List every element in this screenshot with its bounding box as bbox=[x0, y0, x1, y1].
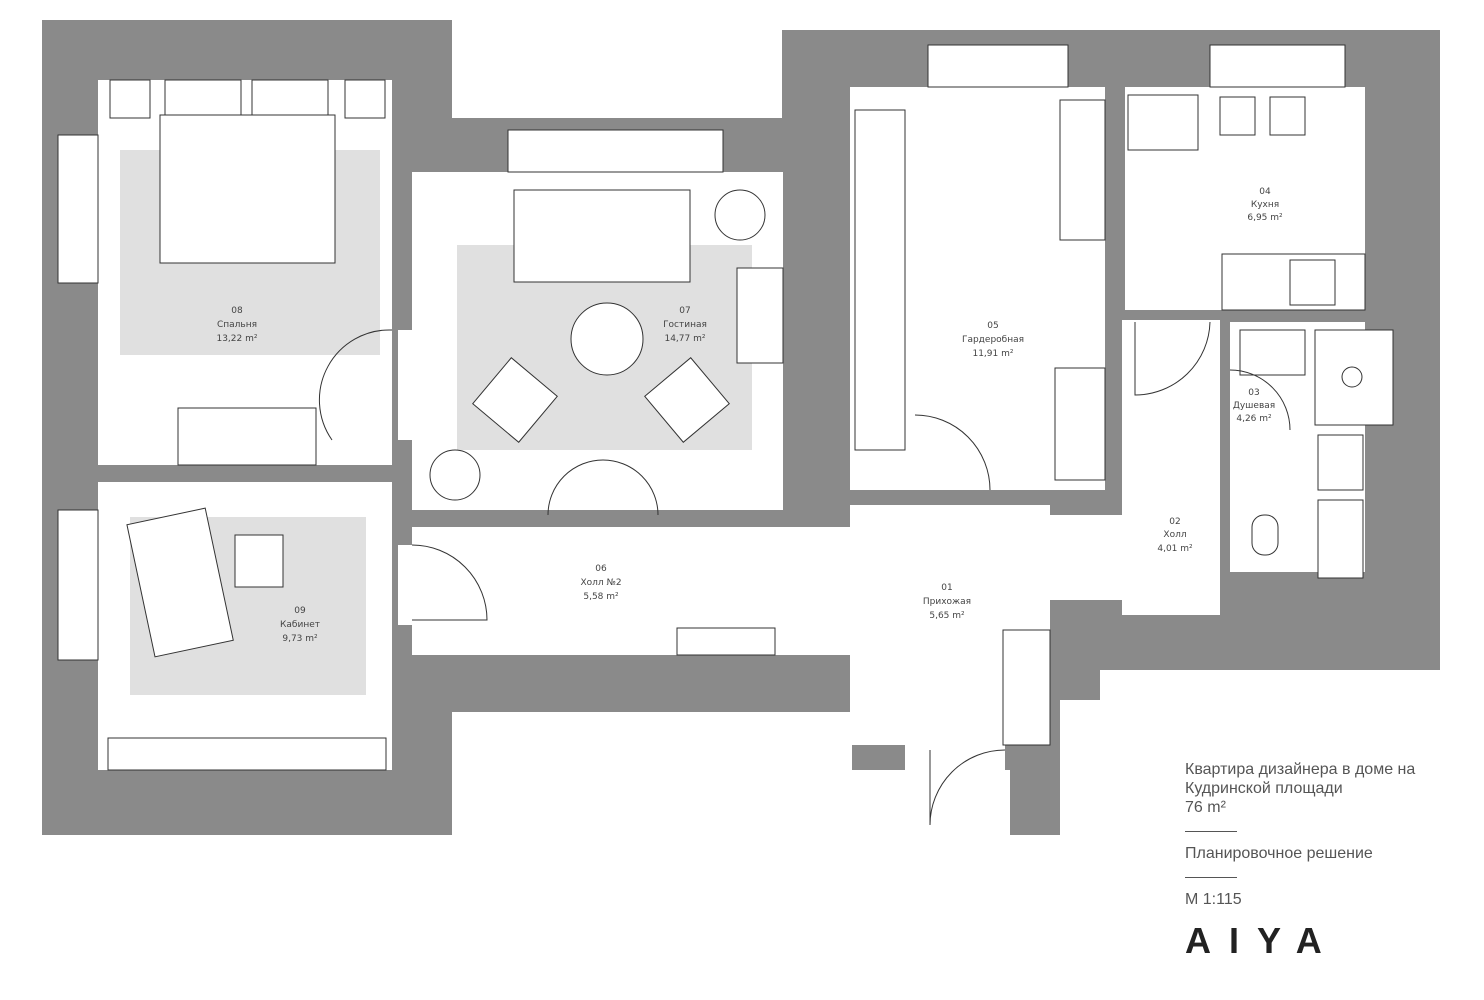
svg-text:06: 06 bbox=[595, 564, 607, 574]
plant-icon bbox=[429, 449, 481, 501]
svg-text:4,01 m²: 4,01 m² bbox=[1157, 544, 1193, 554]
svg-text:Гардеробная: Гардеробная bbox=[962, 335, 1024, 345]
window bbox=[507, 129, 724, 173]
wardrobe-cabinet bbox=[107, 737, 387, 771]
svg-text:14,77 m²: 14,77 m² bbox=[664, 334, 705, 344]
svg-text:11,91 m²: 11,91 m² bbox=[972, 349, 1013, 359]
svg-text:03: 03 bbox=[1248, 388, 1259, 398]
door bbox=[411, 544, 488, 621]
svg-text:02: 02 bbox=[1169, 517, 1180, 527]
room-hall bbox=[1122, 320, 1220, 615]
toilet bbox=[1251, 514, 1279, 556]
pillow bbox=[251, 79, 329, 119]
desk bbox=[126, 507, 234, 658]
subtitle: Планировочное решение bbox=[1185, 845, 1373, 862]
svg-text:Душевая: Душевая bbox=[1233, 401, 1275, 411]
shower bbox=[1314, 329, 1394, 426]
plan-info: Квартира дизайнера в доме на Кудринской … bbox=[1185, 760, 1416, 961]
cabinet bbox=[1317, 499, 1364, 579]
entrance-door bbox=[929, 749, 1006, 826]
svg-text:04: 04 bbox=[1259, 187, 1271, 197]
armchair bbox=[644, 357, 730, 443]
title-line-1: Квартира дизайнера в доме на bbox=[1185, 761, 1416, 778]
svg-text:07: 07 bbox=[679, 306, 690, 316]
wardrobe-unit bbox=[1059, 99, 1106, 241]
svg-text:Холл №2: Холл №2 bbox=[580, 578, 621, 588]
sideboard bbox=[736, 267, 784, 364]
window bbox=[1209, 44, 1346, 88]
door bbox=[1229, 369, 1291, 431]
svg-text:05: 05 bbox=[987, 321, 998, 331]
svg-text:6,95 m²: 6,95 m² bbox=[1247, 213, 1283, 223]
door bbox=[1134, 321, 1211, 396]
shoe-cabinet bbox=[1002, 629, 1051, 746]
svg-text:5,65 m²: 5,65 m² bbox=[929, 611, 965, 621]
chair bbox=[234, 534, 284, 588]
svg-text:Кабинет: Кабинет bbox=[280, 620, 320, 630]
svg-text:4,26 m²: 4,26 m² bbox=[1236, 414, 1272, 424]
bench bbox=[177, 407, 317, 466]
shower-drain bbox=[1341, 366, 1363, 388]
total-area: 76 m² bbox=[1185, 799, 1226, 816]
nightstand bbox=[344, 79, 386, 119]
svg-text:Гостиная: Гостиная bbox=[663, 320, 707, 330]
armchair bbox=[472, 357, 558, 443]
door bbox=[914, 414, 991, 491]
window bbox=[57, 509, 99, 661]
sofa bbox=[513, 189, 691, 283]
double-door bbox=[547, 459, 659, 516]
svg-text:Холл: Холл bbox=[1163, 530, 1186, 540]
bathroom-sink bbox=[1239, 329, 1306, 376]
svg-text:Спальня: Спальня bbox=[217, 320, 257, 330]
svg-text:9,73 m²: 9,73 m² bbox=[282, 634, 318, 644]
room-hall-2 bbox=[412, 527, 850, 655]
room-entry-passage bbox=[1050, 515, 1122, 600]
stove bbox=[1269, 96, 1306, 136]
window bbox=[927, 44, 1069, 88]
svg-text:Прихожая: Прихожая bbox=[923, 597, 971, 607]
svg-text:13,22 m²: 13,22 m² bbox=[216, 334, 257, 344]
counter bbox=[1127, 94, 1199, 151]
divider bbox=[1185, 831, 1237, 832]
console bbox=[676, 627, 776, 656]
plant-icon bbox=[714, 189, 766, 241]
pillow bbox=[164, 79, 242, 119]
coffee-table bbox=[570, 302, 644, 376]
svg-text:Кухня: Кухня bbox=[1251, 200, 1279, 210]
title-line-2: Кудринской площади bbox=[1185, 780, 1343, 797]
svg-text:01: 01 bbox=[941, 583, 952, 593]
washing-machine bbox=[1317, 434, 1364, 491]
sink bbox=[1289, 259, 1336, 306]
window bbox=[57, 134, 99, 284]
divider bbox=[1185, 877, 1237, 878]
door bbox=[318, 329, 393, 441]
bed bbox=[159, 114, 336, 264]
wardrobe-unit bbox=[854, 109, 906, 451]
nightstand bbox=[109, 79, 151, 119]
scale: М 1:115 bbox=[1185, 891, 1242, 908]
logo: AIYA bbox=[1185, 920, 1340, 961]
stove bbox=[1219, 96, 1256, 136]
svg-text:5,58 m²: 5,58 m² bbox=[583, 592, 619, 602]
wardrobe-unit bbox=[1054, 367, 1106, 481]
svg-text:08: 08 bbox=[231, 306, 243, 316]
svg-text:09: 09 bbox=[294, 606, 306, 616]
